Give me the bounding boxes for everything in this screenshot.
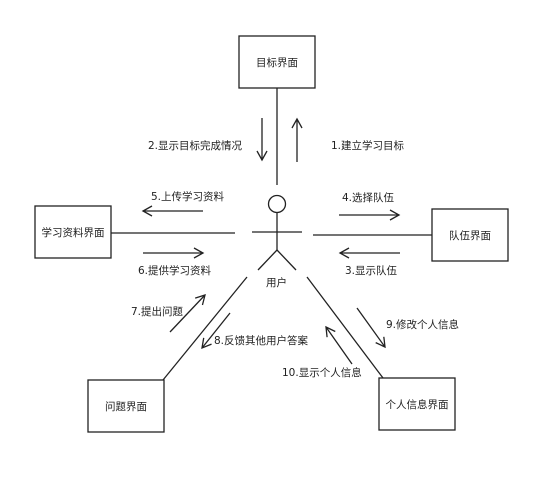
- message-8-label: 8.反馈其他用户答案: [214, 334, 309, 347]
- team-box: 队伍界面: [431, 208, 509, 262]
- user-actor: [252, 194, 302, 271]
- message-6-label: 6.提供学习资料: [138, 264, 212, 277]
- arrow-m9-down: [356, 307, 386, 349]
- profile-box-label: 个人信息界面: [386, 398, 449, 411]
- message-2-label: 2.显示目标完成情况: [148, 139, 243, 152]
- question-box-frame: [87, 379, 165, 433]
- actor-head: [267, 194, 287, 214]
- actor-label: 用户: [266, 276, 287, 289]
- team-box-frame: [431, 208, 509, 262]
- message-9-label: 9.修改个人信息: [386, 318, 459, 331]
- profile-box-frame: [378, 377, 456, 431]
- goal-box-frame: [238, 35, 316, 89]
- message-5-label: 5.上传学习资料: [151, 190, 225, 203]
- message-7-label: 7.提出问题: [131, 305, 184, 318]
- team-box-label: 队伍界面: [449, 229, 491, 242]
- message-4-label: 4.选择队伍: [342, 191, 395, 204]
- link-user-profile: [306, 276, 384, 379]
- study-box-label: 学习资料界面: [42, 226, 105, 239]
- actor-left-leg: [257, 249, 278, 271]
- profile-box: 个人信息界面: [378, 377, 456, 431]
- message-10-label: 10.显示个人信息: [282, 366, 362, 379]
- goal-box: 目标界面: [238, 35, 316, 89]
- link-user-question: [162, 276, 248, 381]
- question-box: 问题界面: [87, 379, 165, 433]
- arrow-m7-up: [169, 294, 206, 333]
- study-box-frame: [34, 205, 112, 259]
- goal-box-label: 目标界面: [256, 57, 298, 69]
- question-box-label: 问题界面: [105, 400, 147, 413]
- arrow-m8-down: [201, 312, 231, 350]
- message-1-label: 1.建立学习目标: [331, 139, 405, 152]
- study-box: 学习资料界面: [34, 205, 112, 259]
- actor-right-leg: [276, 249, 297, 271]
- message-3-label: 3.显示队伍: [345, 264, 398, 277]
- arrow-m10-up: [325, 325, 353, 365]
